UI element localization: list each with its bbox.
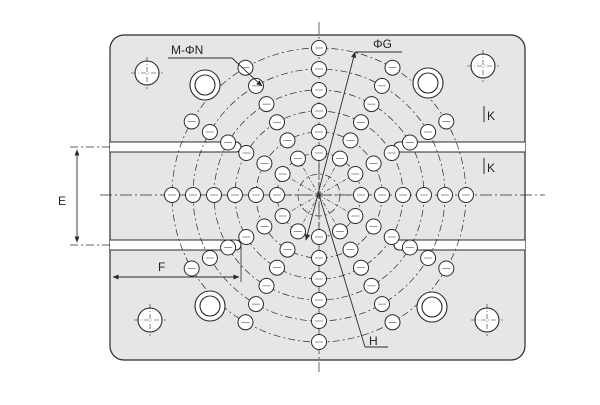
pattern-hole <box>269 259 285 276</box>
pattern-hole <box>420 124 437 140</box>
pattern-hole <box>185 187 201 203</box>
pattern-hole <box>363 96 380 113</box>
pattern-hole <box>183 113 200 130</box>
pattern-hole <box>311 82 327 98</box>
dimension-label-f: F <box>158 260 165 274</box>
label-k-top: K <box>487 109 495 123</box>
pattern-hole <box>201 124 218 140</box>
pattern-hole <box>274 166 291 182</box>
pattern-hole <box>311 61 327 77</box>
pattern-hole <box>353 259 369 276</box>
pattern-hole <box>227 187 243 203</box>
corner-hole-bottom-left <box>134 304 166 336</box>
pattern-hole <box>269 187 285 203</box>
pattern-hole <box>438 113 455 130</box>
pattern-hole <box>383 145 400 161</box>
pattern-hole <box>374 77 390 94</box>
corner-hole-bottom-right <box>471 304 503 336</box>
pattern-hole <box>353 187 369 203</box>
pattern-hole <box>311 292 327 308</box>
pattern-hole <box>248 187 264 203</box>
diameter-line-g <box>304 51 357 241</box>
dimension-label-e: E <box>58 194 66 208</box>
pattern-hole <box>353 114 369 131</box>
guide-pin-bosses <box>189 67 448 323</box>
pattern-hole <box>311 103 327 119</box>
pattern-hole <box>332 223 348 240</box>
slot-left-top <box>110 141 242 153</box>
pattern-hole <box>374 296 390 313</box>
pattern-hole <box>274 208 291 224</box>
pattern-hole <box>279 241 296 258</box>
pattern-hole <box>311 124 327 140</box>
pattern-hole <box>258 96 275 113</box>
pattern-hole <box>374 187 390 203</box>
pattern-hole <box>416 187 432 203</box>
pattern-hole <box>347 208 364 224</box>
pattern-hole <box>248 296 264 313</box>
pattern-hole <box>332 150 348 167</box>
pattern-hole <box>458 187 474 203</box>
pattern-hole <box>201 250 218 266</box>
corner-hole-top-right <box>467 50 499 82</box>
pattern-hole <box>311 334 327 350</box>
pattern-hole <box>256 155 273 172</box>
pattern-hole <box>342 132 359 149</box>
pattern-hole <box>365 155 382 172</box>
radial-spoke <box>282 173 320 196</box>
corner-hole-top-left <box>131 57 163 89</box>
pattern-hole <box>220 239 237 256</box>
pattern-hole <box>311 250 327 266</box>
pattern-hole <box>238 229 255 245</box>
guide-boss-top-left <box>189 69 221 101</box>
pattern-hole <box>311 229 327 245</box>
pattern-hole <box>401 134 418 151</box>
pattern-hole <box>347 166 364 182</box>
pattern-hole <box>183 260 200 277</box>
pattern-hole <box>384 59 401 76</box>
pattern-hole <box>383 229 400 245</box>
pattern-hole <box>311 271 327 287</box>
pattern-hole <box>437 187 453 203</box>
label-pitch-diameter-g: ΦG <box>373 37 392 51</box>
pattern-hole <box>279 132 296 149</box>
guide-boss-top-right <box>412 67 444 99</box>
pattern-hole <box>220 134 237 151</box>
pattern-hole <box>395 187 411 203</box>
pattern-hole <box>365 218 382 235</box>
pattern-hole <box>311 313 327 329</box>
corner-screw-holes <box>131 50 503 336</box>
pattern-hole <box>258 277 275 294</box>
pattern-hole <box>311 145 327 161</box>
pattern-hole <box>290 223 306 240</box>
pattern-hole <box>269 114 285 131</box>
label-dimension-h: H <box>369 334 378 348</box>
pattern-hole <box>238 145 255 161</box>
pattern-hole <box>237 314 254 331</box>
leader-line-m <box>231 57 263 87</box>
radial-spoke <box>282 194 320 217</box>
pattern-hole <box>256 218 273 235</box>
label-hole-spec: M-ΦN <box>171 43 203 57</box>
pattern-hole <box>420 250 437 266</box>
pattern-hole <box>237 59 254 76</box>
guide-boss-bottom-right <box>416 291 448 323</box>
label-k-mid: K <box>487 161 495 175</box>
diameter-line-h <box>318 194 366 348</box>
slot-left-bottom <box>110 239 242 251</box>
pattern-hole <box>384 314 401 331</box>
pattern-hole <box>438 260 455 277</box>
pattern-hole <box>206 187 222 203</box>
pattern-hole <box>164 187 180 203</box>
guide-boss-bottom-left <box>194 290 226 322</box>
pattern-hole <box>311 40 327 56</box>
pattern-hole <box>401 239 418 256</box>
pattern-hole <box>363 277 380 294</box>
pattern-hole <box>342 241 359 258</box>
hole-pattern <box>164 40 474 350</box>
pattern-hole <box>290 150 306 167</box>
